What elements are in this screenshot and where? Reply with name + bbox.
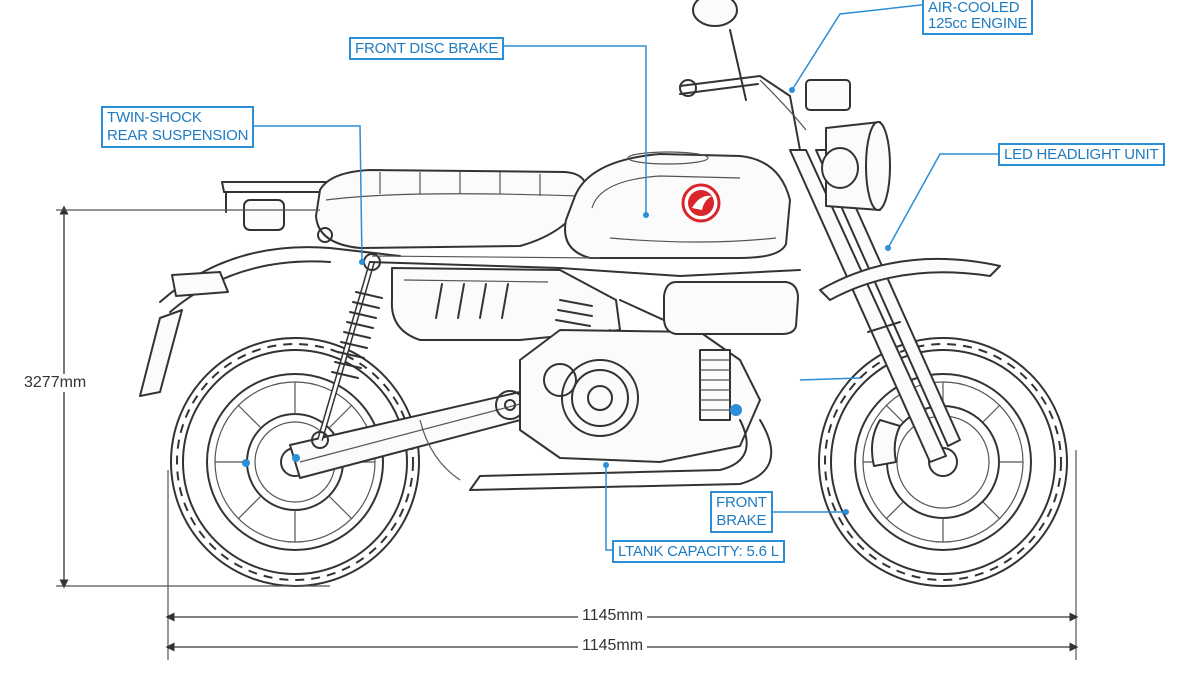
led-headlight-callout: LED HEADLIGHT UNIT bbox=[998, 143, 1165, 166]
headlight bbox=[805, 79, 891, 211]
honda-wing-logo-icon bbox=[681, 183, 721, 223]
twin-shock-label-line1: TWIN-SHOCK bbox=[107, 109, 202, 126]
height-dimension-label: 3277mm bbox=[22, 374, 89, 392]
side-cover bbox=[390, 267, 621, 341]
front-brake-callout: FRONT BRAKE bbox=[710, 491, 773, 533]
tank-capacity-callout: LTANK CAPACITY: 5.6 L bbox=[612, 540, 785, 563]
front-fender bbox=[819, 257, 1001, 301]
exhaust bbox=[469, 419, 773, 491]
engine bbox=[519, 329, 761, 463]
tank-capacity-label: LTANK CAPACITY: 5.6 L bbox=[618, 543, 779, 560]
frame-side-panel bbox=[663, 281, 799, 335]
fuel-tank bbox=[564, 151, 791, 259]
twin-shock-label-line2: REAR SUSPENSION bbox=[107, 127, 249, 144]
front-disc-brake-callout: FRONT DISC BRAKE bbox=[349, 37, 505, 60]
seat bbox=[315, 169, 588, 249]
led-headlight-label: LED HEADLIGHT UNIT bbox=[1004, 146, 1159, 163]
air-cooled-engine-label-line1: AIR-COOLED bbox=[928, 0, 1020, 16]
front-brake-label-line1: FRONT bbox=[716, 494, 767, 511]
rear-fender bbox=[139, 181, 401, 397]
air-cooled-engine-label-line2: 125cc ENGINE bbox=[928, 15, 1028, 32]
rear-shock bbox=[311, 253, 383, 449]
front-brake-label-line2: BRAKE bbox=[716, 512, 767, 529]
twin-shock-callout: TWIN-SHOCK REAR SUSPENSION bbox=[101, 106, 255, 148]
front-wheel bbox=[818, 337, 1068, 587]
front-disc-brake-label: FRONT DISC BRAKE bbox=[355, 40, 499, 57]
air-cooled-engine-callout: AIR-COOLED 125cc ENGINE bbox=[922, 0, 1034, 35]
leader-lines bbox=[240, 3, 1000, 551]
handlebar bbox=[679, 0, 807, 151]
length-dimension-upper-label: 1145mm bbox=[578, 607, 648, 625]
length-dimension-lower-label: 1145mm bbox=[578, 637, 648, 655]
